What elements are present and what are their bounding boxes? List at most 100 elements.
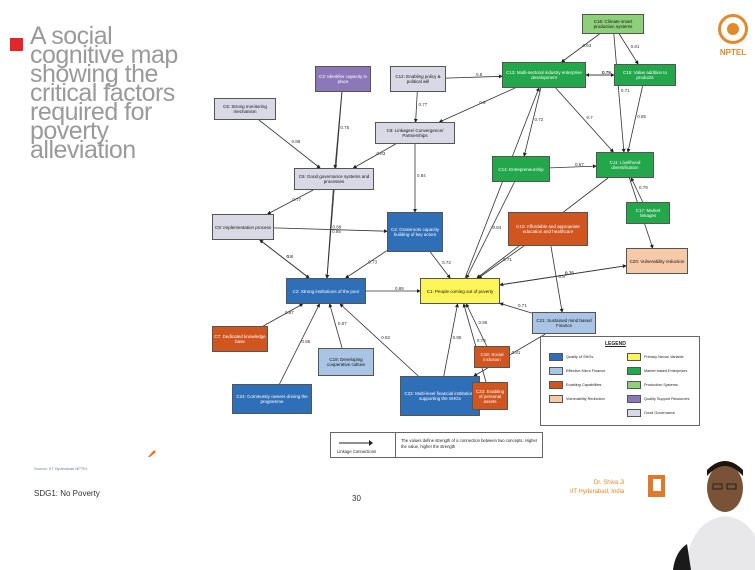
node-c6: C6: Good governance systems and processe… [294, 168, 374, 190]
arrow-icon [339, 440, 373, 446]
connection-weight: 0.87 [285, 310, 294, 315]
node-c18: C18: Social inclusion [474, 346, 510, 368]
node-c12: C12: Enabling policy & political will [390, 66, 446, 92]
connection-c3-c6 [333, 91, 343, 169]
speaker-video [665, 440, 755, 570]
connection-weight: 0.75 [340, 125, 349, 130]
legend-swatch [627, 395, 641, 403]
connection-weight: 0.67 [575, 162, 584, 167]
connection-weight: 0.9 [479, 100, 486, 105]
connection-c5-c6 [258, 119, 321, 169]
connection-weight: 0.81 [631, 44, 640, 49]
connection-c22-c2 [339, 303, 419, 377]
connection-c24-c2 [279, 303, 320, 385]
connection-c22-c1 [443, 303, 459, 377]
connection-c12-c13 [445, 74, 503, 79]
legend-label: Effective Micro Finance [566, 369, 606, 373]
legend-item: Production Systems [627, 381, 678, 389]
node-c14: C14: Entrepreneurship [492, 156, 550, 182]
slide-title: A social cognitive map showing the criti… [30, 22, 178, 164]
source-footnote: Source: IIT Hyderabad NPTEL [34, 466, 89, 471]
node-c4: C4: Grassroots capacity building of key … [387, 212, 443, 252]
connection-weight: 0.73 [565, 270, 574, 275]
legend-item: Good Governance [627, 409, 675, 417]
connection-weight: 0.79 [602, 70, 611, 75]
connection-weight: 0.85 [332, 229, 341, 234]
legend-swatch [627, 367, 641, 375]
legend-item: Enabling Capabilities [549, 381, 601, 389]
connection-c10-c1 [477, 245, 525, 279]
connection-weight: 0.8 [559, 274, 566, 279]
connection-weight: 0.77 [292, 197, 301, 202]
legend-label: Market based Enterprises [644, 369, 688, 373]
node-c11: C11: Livelihood diversification [596, 152, 654, 178]
connection-weight: 0.89 [333, 225, 342, 230]
legend-swatch [627, 409, 641, 417]
pen-icon [148, 450, 156, 457]
node-c17: C17: Market linkages [626, 202, 670, 224]
connection-weight: 0.71 [503, 257, 512, 262]
node-c24: C24: Community owners driving the progra… [232, 384, 312, 414]
connection-c1-c13 [464, 87, 540, 279]
connection-weight: 0.75 [602, 70, 611, 75]
connection-c6-c2 [325, 189, 334, 279]
connection-c4-c1 [429, 251, 451, 279]
nptel-logo-icon [718, 14, 748, 44]
node-c21: C21: Sustained mind based Finance [532, 312, 596, 334]
connection-weight: 0.81 [512, 350, 521, 355]
connection-c7-c2 [263, 303, 304, 327]
legend-item: Effective Micro Finance [549, 367, 605, 375]
connection-weight: 0.77 [418, 102, 427, 107]
connection-weight: 0.8 [287, 254, 294, 259]
connection-c10-c21 [550, 245, 564, 313]
connection-weight: 0.79 [477, 338, 486, 343]
author-credit: Dr. Shiva Ji IIT Hyderabad, India [570, 479, 624, 497]
connection-lines: 0.630.810.790.750.720.850.70.70.770.830.… [258, 33, 654, 385]
connection-c16-c13 [560, 33, 600, 63]
connection-weight: 0.8 [287, 254, 294, 259]
legend-swatch [549, 353, 563, 361]
connection-weight: 0.84 [417, 173, 426, 178]
node-c16: C16: Climate smart production systems [582, 14, 644, 34]
note-arrow-label: Linkage Connections [337, 449, 377, 454]
connection-weight: 0.73 [368, 259, 377, 264]
node-c9: C9: Implementation process [212, 214, 274, 240]
connection-c16-c15 [618, 33, 639, 65]
nptel-logo: NPTEL [716, 14, 750, 74]
connection-c17-c11 [630, 177, 644, 203]
connection-c13-c8 [438, 87, 516, 123]
connection-c14-c1 [466, 181, 515, 279]
connection-weight: 0.82 [381, 335, 390, 340]
connection-c21-c1 [499, 302, 533, 314]
legend-item: Market based Enterprises [627, 367, 687, 375]
author-name: Dr. Shiva Ji [593, 480, 625, 486]
node-c2: C2: Strong institutions of the poor [286, 278, 366, 304]
legend-label: Quality of SHGs [566, 355, 594, 359]
connection-weight: 0.85 [637, 114, 646, 119]
note-box: Linkage Connections The values define st… [330, 432, 543, 458]
author-affiliation: IIT Hyderabad, India [570, 489, 625, 495]
connection-weight: 0.86 [302, 339, 311, 344]
legend-item: Quality Support Resources [627, 395, 689, 403]
connection-weight: 0.83 [377, 151, 386, 156]
title-bullet [10, 38, 23, 51]
note-divider [395, 433, 396, 457]
node-c20: C20: Vulnerability reduction [626, 248, 688, 274]
connection-weight: 0.71 [518, 303, 527, 308]
legend-swatch [549, 395, 563, 403]
connection-weight: 0.86 [478, 320, 487, 325]
connection-c18-c1 [465, 303, 488, 347]
connection-weight: 0.89 [395, 286, 404, 291]
connection-c13-c11 [555, 87, 614, 153]
cognitive-map-diagram: 0.630.810.790.750.720.850.70.70.770.830.… [200, 0, 700, 470]
logo-text: NPTEL [719, 48, 747, 57]
node-c23: C23: Enabling of personal assets [472, 382, 508, 410]
legend-title: LEGEND [605, 341, 626, 347]
legend-swatch [549, 367, 563, 375]
page-number: 30 [352, 494, 361, 503]
connection-c13-c14 [522, 87, 542, 157]
connection-c1-c20 [499, 264, 627, 286]
legend-swatch [627, 353, 641, 361]
node-c10: C10: Affordable and appropriate educatio… [508, 212, 588, 246]
